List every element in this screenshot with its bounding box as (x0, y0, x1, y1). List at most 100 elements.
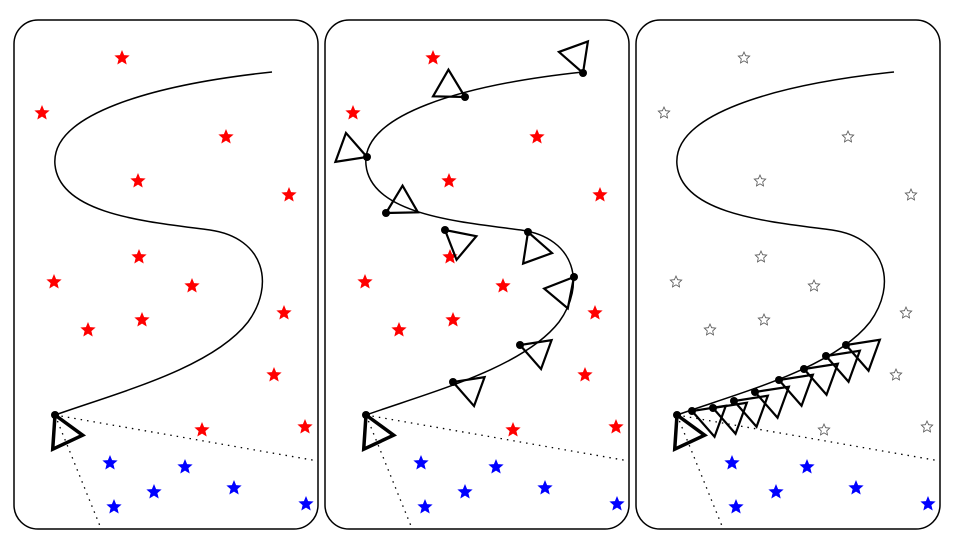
star-icon (114, 50, 130, 65)
star-icon (102, 455, 118, 470)
star-icon (441, 173, 457, 188)
star-icon (753, 173, 767, 187)
triangle-marker-icon (521, 229, 555, 266)
triangle-marker-icon (801, 362, 840, 397)
star-icon (495, 278, 511, 293)
triangle-marker-icon (731, 394, 770, 429)
triangle-marker-icon (672, 411, 709, 452)
panel-2 (324, 19, 630, 530)
star-icon (505, 422, 521, 437)
path-node (751, 388, 759, 396)
view-boundary-line (676, 414, 723, 527)
star-icon (297, 419, 313, 434)
star-icon (46, 274, 62, 289)
panel-border (635, 19, 941, 530)
star-icon (177, 459, 193, 474)
star-icon (80, 322, 96, 337)
star-icon (537, 480, 553, 495)
star-icon (799, 459, 815, 474)
star-icon (889, 367, 903, 381)
path-node (524, 228, 532, 236)
star-icon (391, 322, 407, 337)
triangle-marker-icon (450, 375, 487, 409)
star-icon (817, 422, 831, 436)
triangle-marker-icon (689, 404, 728, 439)
star-icon (357, 274, 373, 289)
star-icon (920, 419, 934, 433)
star-icon (768, 484, 784, 499)
star-icon (194, 422, 210, 437)
star-icon (131, 249, 147, 264)
star-icon (529, 129, 545, 144)
star-icon (425, 50, 441, 65)
view-boundary-line (54, 414, 319, 462)
star-icon (848, 480, 864, 495)
path-node (673, 411, 681, 419)
path-node (51, 411, 59, 419)
path-node (775, 376, 783, 384)
triangle-marker-icon (556, 39, 590, 76)
triangle-marker-icon (431, 67, 467, 99)
star-icon (841, 129, 855, 143)
star-icon (106, 499, 122, 514)
triangle-marker-icon (333, 130, 370, 164)
path-node (822, 352, 830, 360)
star-icon (345, 105, 361, 120)
triangle-marker-icon (50, 411, 87, 452)
star-icon (608, 419, 624, 434)
trajectory-path (54, 71, 273, 416)
star-icon (34, 105, 50, 120)
path-node (800, 365, 808, 373)
triangle-marker-icon (443, 228, 479, 262)
path-node (842, 341, 850, 349)
star-icon (657, 105, 671, 119)
star-icon (703, 322, 717, 336)
triangle-marker-icon (384, 183, 420, 215)
panel-3 (635, 19, 941, 530)
star-icon (266, 367, 282, 382)
star-icon (807, 278, 821, 292)
star-icon (757, 312, 771, 326)
view-boundary-line (54, 414, 101, 527)
triangle-marker-icon (517, 338, 554, 372)
star-icon (587, 305, 603, 320)
triangle-marker-icon (710, 401, 749, 436)
star-icon (134, 312, 150, 327)
triangle-marker-icon (542, 275, 576, 311)
path-node (449, 378, 457, 386)
path-node (461, 93, 469, 101)
star-icon (577, 367, 593, 382)
triangle-marker-icon (361, 411, 398, 452)
triangle-marker-icon (823, 349, 862, 384)
panel-border (324, 19, 630, 530)
view-boundary-line (365, 414, 412, 527)
star-icon (146, 484, 162, 499)
star-icon (417, 499, 433, 514)
star-icon (728, 499, 744, 514)
star-icon (445, 312, 461, 327)
star-icon (184, 278, 200, 293)
star-icon (457, 484, 473, 499)
star-icon (669, 274, 683, 288)
star-icon (130, 173, 146, 188)
path-node (730, 397, 738, 405)
star-icon (904, 187, 918, 201)
star-icon (276, 305, 292, 320)
star-icon (724, 455, 740, 470)
view-boundary-line (365, 414, 630, 462)
star-icon (899, 305, 913, 319)
triangle-marker-icon (776, 373, 815, 408)
star-icon (754, 249, 768, 263)
panel-1 (13, 19, 319, 530)
path-node (570, 273, 578, 281)
path-node (382, 209, 390, 217)
star-icon (920, 496, 936, 511)
trajectory-path (365, 71, 584, 416)
panel-border (13, 19, 319, 530)
star-icon (609, 496, 625, 511)
star-icon (298, 496, 314, 511)
trajectory-path (676, 71, 895, 416)
star-icon (218, 129, 234, 144)
star-icon (413, 455, 429, 470)
path-node (688, 407, 696, 415)
